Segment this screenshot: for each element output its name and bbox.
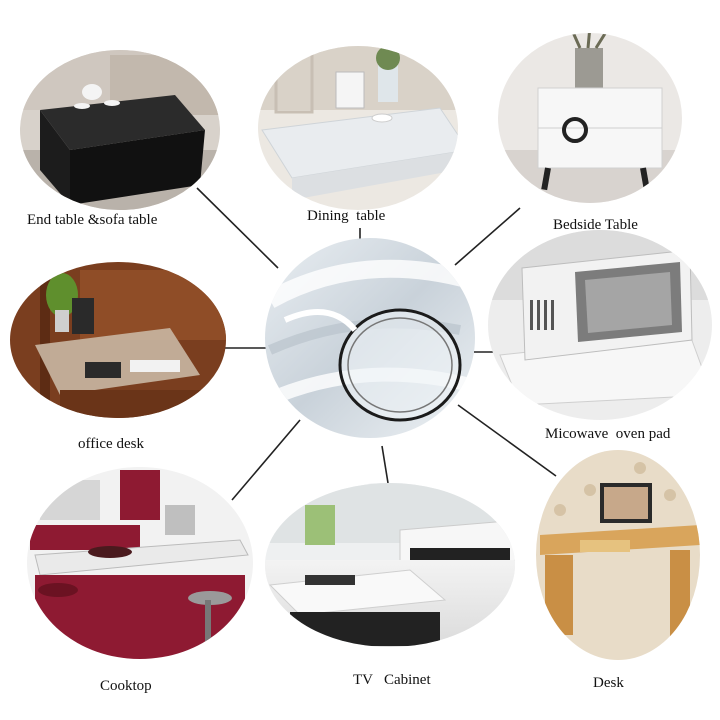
label-end-table: End table &sofa table (27, 212, 158, 228)
label-cooktop: Cooktop (100, 678, 152, 694)
end-table-photo (20, 50, 220, 210)
label-tv-cabinet: TV Cabinet (353, 672, 431, 688)
connector-lines (196, 187, 557, 501)
dining-table-photo (258, 46, 458, 210)
desk-photo (536, 450, 700, 660)
cooktop-photo (27, 467, 253, 659)
label-desk: Desk (593, 675, 624, 691)
office-desk-photo (10, 262, 226, 418)
bedside-table-photo (498, 33, 682, 203)
label-office-desk: office desk (78, 436, 144, 452)
microwave-photo (488, 230, 712, 420)
label-bedside-table: Bedside Table (553, 217, 638, 233)
label-microwave: Micowave oven pad (545, 426, 671, 442)
label-dining-table: Dining table (307, 208, 386, 224)
pvc-roll-photo (265, 238, 475, 438)
tv-cabinet-photo (265, 483, 515, 647)
